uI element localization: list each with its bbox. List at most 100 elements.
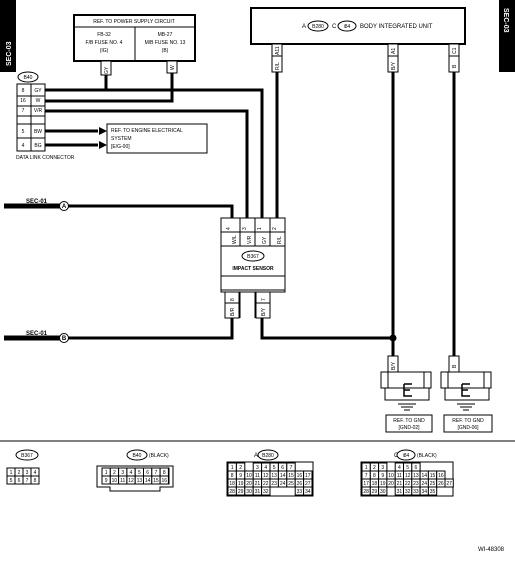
i84-pin-31: 31: [397, 489, 403, 495]
i84-pin-23: 23: [413, 481, 419, 487]
sec-b-label: SEC-01: [26, 331, 48, 337]
ground-1-symbol: [398, 383, 416, 411]
sec-a-letter: A: [62, 204, 67, 210]
i84-prefix: C: [394, 453, 399, 459]
dlc-wire-bg: BG: [34, 143, 41, 149]
b40-pin-16: 16: [161, 478, 167, 484]
power-supply-block: REF. TO POWER SUPPLY CIRCUIT FB-32 F/B F…: [73, 14, 196, 62]
b280-pin-29: 29: [238, 489, 244, 495]
i84-pin-9: 9: [381, 473, 384, 479]
i84-pin-11: 11: [397, 473, 402, 479]
b40-pin-11: 11: [120, 478, 125, 484]
b280-pin-20: 20: [246, 481, 252, 487]
sensor-wire-vr: V/R: [247, 235, 253, 244]
b367-pin-1: 1: [10, 470, 13, 476]
b280-pin-17: 17: [305, 473, 311, 479]
b280-pin-10: 10: [246, 473, 252, 479]
sensor-label: IMPACT SENSOR: [232, 266, 274, 272]
dlc-pin-7: 7: [22, 108, 25, 114]
b367-pin-6: 6: [18, 478, 21, 484]
body-unit-label-c: C: [332, 24, 337, 30]
i84-pin-30: 30: [380, 489, 386, 495]
b280-pin-4: 4: [264, 465, 267, 471]
tag-unit-c1: C1: [452, 47, 458, 54]
tag-unit-b: B: [452, 64, 458, 68]
b40-pin-1: 1: [105, 470, 108, 476]
b280-pin-15: 15: [288, 473, 294, 479]
dlc-pin-8: 8: [22, 88, 25, 94]
b280-pin-24: 24: [280, 481, 286, 487]
b367-pin-4: 4: [34, 470, 37, 476]
b40-pin-3: 3: [121, 470, 124, 476]
i84-pin-1: 1: [365, 465, 368, 471]
i84-pin-17: 17: [363, 481, 369, 487]
wires: [4, 44, 456, 372]
b280-pin-19: 19: [238, 481, 244, 487]
b280-pin-23: 23: [271, 481, 277, 487]
ground-gnd-06: B REF. TO GND [GND-06]: [440, 355, 493, 433]
sensor-pin-8: 8: [230, 298, 236, 301]
tag-unit-rl: R/L: [275, 62, 281, 70]
tag-power-gy: GY: [104, 66, 110, 74]
i84-pin-19: 19: [380, 481, 386, 487]
i84-pin-32: 32: [405, 489, 411, 495]
ground-2-gnd: [GND-06]: [457, 425, 479, 431]
fuse-right-line2: M/B FUSE NO. 13: [145, 40, 186, 46]
b280-cell: [303, 486, 313, 496]
b280-pin-26: 26: [297, 481, 303, 487]
i84-color: (BLACK): [417, 453, 437, 459]
ground-1-wire: B/Y: [391, 361, 397, 370]
i84-pin-21: 21: [397, 481, 403, 487]
ground-gnd-02: B/Y REF. TO GND [GND-02]: [380, 355, 433, 433]
b40-pin-15: 15: [153, 478, 159, 484]
b280-pin-28: 28: [229, 489, 235, 495]
sec-01-b-link: SEC-01 B: [26, 331, 69, 343]
dlc-wire-w: W: [36, 98, 41, 104]
i84-pin-15: 15: [430, 473, 436, 479]
b280-prefix: A: [254, 453, 258, 459]
b40-color: (BLACK): [149, 453, 169, 459]
i84-pin-3: 3: [381, 465, 384, 471]
fuse-left-line2: F/B FUSE NO. 4: [86, 40, 123, 46]
i84-cell: [378, 486, 388, 496]
i84-pin-14: 14: [421, 473, 427, 479]
section-tab-left-label: SEC-03: [6, 41, 13, 66]
sec-a-label: SEC-01: [26, 199, 48, 205]
b367-pin-8: 8: [34, 478, 37, 484]
b280-pin-16: 16: [297, 473, 303, 479]
b280-pin-32: 32: [263, 489, 269, 495]
sensor-wire-by: B/Y: [261, 307, 267, 316]
section-tab-right-label: SEC-03: [502, 8, 509, 33]
i84-pin-16: 16: [438, 473, 444, 479]
b40-pin-5: 5: [138, 470, 141, 476]
b40-pin-7: 7: [155, 470, 158, 476]
i84-pin-26: 26: [438, 481, 444, 487]
b40-pin-9: 9: [105, 478, 108, 484]
sec-01-a-link: SEC-01 A: [26, 199, 69, 211]
b40-pin-14: 14: [145, 478, 151, 484]
fuse-right-line1: MB-27: [158, 32, 173, 38]
i84-pin-29: 29: [372, 489, 378, 495]
sec-b-letter: B: [62, 336, 67, 342]
b280-pin-33: 33: [297, 489, 303, 495]
data-link-connector: B40 8 GY 16 W 7 V/R 5 BW 4 BG DATA LINK …: [16, 71, 75, 161]
dlc-conn: B40: [24, 75, 33, 81]
i84-pin-4: 4: [398, 465, 401, 471]
sensor-wire-rl: R/L: [277, 236, 283, 244]
dlc-wire-vr: V/R: [34, 108, 43, 114]
b367-pin-2: 2: [18, 470, 21, 476]
i84-pin-35: 35: [430, 489, 436, 495]
i84-pin-28: 28: [363, 489, 369, 495]
b40-cell: [159, 475, 169, 485]
dlc-pin-16: 16: [20, 98, 26, 104]
fuse-right-line3: (B): [162, 48, 169, 54]
i84-pin-20: 20: [388, 481, 394, 487]
tag-power-w: W: [170, 65, 176, 70]
i84-pin-7: 7: [365, 473, 368, 479]
i84-pin-25: 25: [430, 481, 436, 487]
engine-ref-line2: SYSTEM: [111, 136, 132, 142]
b40-pin-8: 8: [163, 470, 166, 476]
